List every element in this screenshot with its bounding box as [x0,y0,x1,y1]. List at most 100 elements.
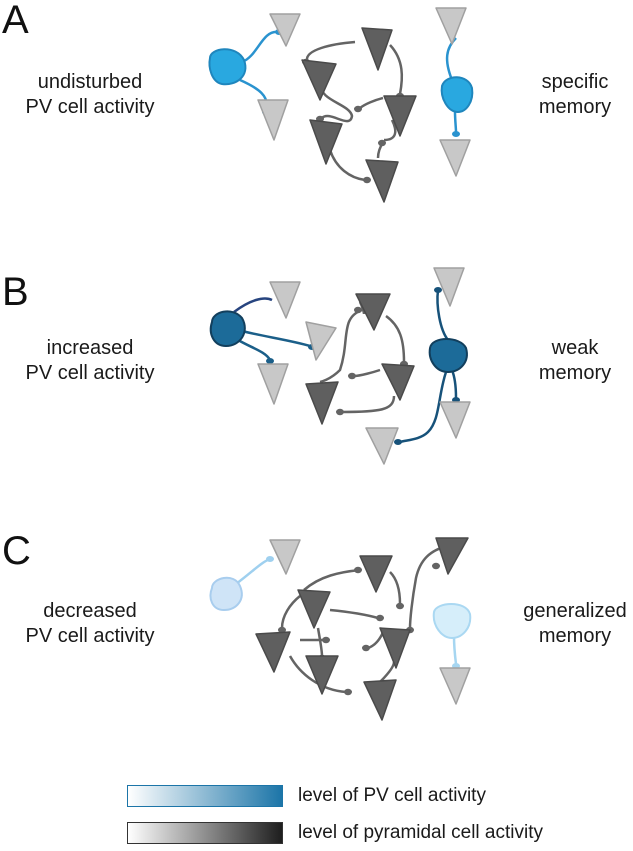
pyramidal-cell [309,119,343,165]
pv-cell [208,48,247,86]
pyramidal-cell [359,555,393,593]
synapse [434,287,442,293]
synapse [362,644,370,652]
connection [316,627,324,657]
synapse [394,439,402,445]
panel-letter-b: B [2,270,29,314]
pyramidal-cell [433,267,465,307]
panel-letter-a: A [2,0,29,42]
pyramidal-cell [363,679,397,721]
synapse [452,131,460,137]
outcome-label-a: specific memory [475,70,633,120]
pyramidal-cell [435,7,467,45]
pyramidal-cell [355,293,391,331]
pv-axon [237,328,311,348]
pv-axon [233,297,273,314]
panel-c-pyramidal-active [255,537,469,721]
connection [280,595,301,629]
connection [328,149,366,182]
synapse [376,614,384,622]
synapse [354,105,362,113]
pv-cell [209,310,246,348]
pv-axon [237,338,272,361]
pv-axon [450,369,458,399]
pv-axon [235,558,269,585]
panel-letter-c: C [2,529,31,573]
pv-activity-gradient-bar [127,785,283,807]
connection [319,308,363,384]
pyramidal-cell [305,381,339,425]
pyramidal-cell [365,159,399,203]
pv-axon [399,371,448,444]
panel-b-pyramidal-active [305,293,415,425]
legend-pyramidal-label: level of pyramidal cell activity [298,822,543,843]
connection [320,84,354,123]
pyramidal-activity-gradient-bar [127,822,283,844]
synapse [354,566,362,574]
panel-c-network [209,537,472,721]
pyramidal-cell [435,537,469,575]
connection [383,119,397,142]
pv-axon [241,30,279,64]
synapse [378,139,386,147]
panel-a-pyramidal-active [301,27,417,203]
synapse [348,372,356,380]
pyramidal-cell [381,363,415,401]
connection [329,608,379,620]
outcome-label-c: generalized memory [475,599,633,649]
pyramidal-cell [269,13,301,47]
pyramidal-cell [383,95,417,137]
condition-label-c: decreased PV cell activity [0,599,190,649]
synapse [278,626,286,634]
connection [389,571,402,605]
pyramidal-cell [365,427,399,465]
pyramidal-cell [297,589,331,629]
connection [359,96,384,110]
synapse [432,562,440,570]
condition-text: increased PV cell activity [25,337,155,384]
panel-b-pyramidal-inactive [257,267,471,465]
connection [389,44,404,95]
legend-pv-label: level of PV cell activity [298,785,486,806]
pv-cell [432,603,472,640]
pv-cell [209,576,243,612]
condition-label-b: increased PV cell activity [0,336,190,386]
panel-a-network [208,7,474,203]
outcome-text: specific memory [538,71,612,118]
pyramidal-cell [257,99,289,141]
synapse [354,306,362,314]
pyramidal-cell [305,655,339,695]
synapse [396,602,404,610]
pyramidal-cell [257,363,289,405]
synapse [336,408,344,416]
synapse [266,556,274,562]
pyramidal-cell [301,59,337,101]
pyramidal-cell [255,631,291,673]
panel-b-network [209,267,471,465]
pyramidal-cell [361,27,393,71]
connection [379,661,396,683]
connection [303,568,361,591]
pv-cell [428,338,468,374]
pyramidal-cell [269,281,301,319]
connection [385,314,406,363]
pyramidal-cell [439,401,471,439]
connection [305,40,356,61]
panel-a-pyramidal-inactive [257,7,471,177]
pv-axon [436,289,450,341]
pyramidal-cell [439,139,471,177]
pyramidal-cell [379,627,411,669]
pv-cell [440,76,474,114]
pyramidal-cell [439,667,471,705]
condition-label-a: undisturbed PV cell activity [0,70,190,120]
condition-text: undisturbed PV cell activity [25,71,155,118]
connection [341,395,396,414]
outcome-label-b: weak memory [475,336,633,386]
pv-axon [452,635,458,665]
outcome-text: weak memory [538,337,612,384]
synapse [344,688,352,696]
connection [288,655,347,694]
pyramidal-cell [305,321,337,361]
condition-text: decreased PV cell activity [25,600,155,647]
